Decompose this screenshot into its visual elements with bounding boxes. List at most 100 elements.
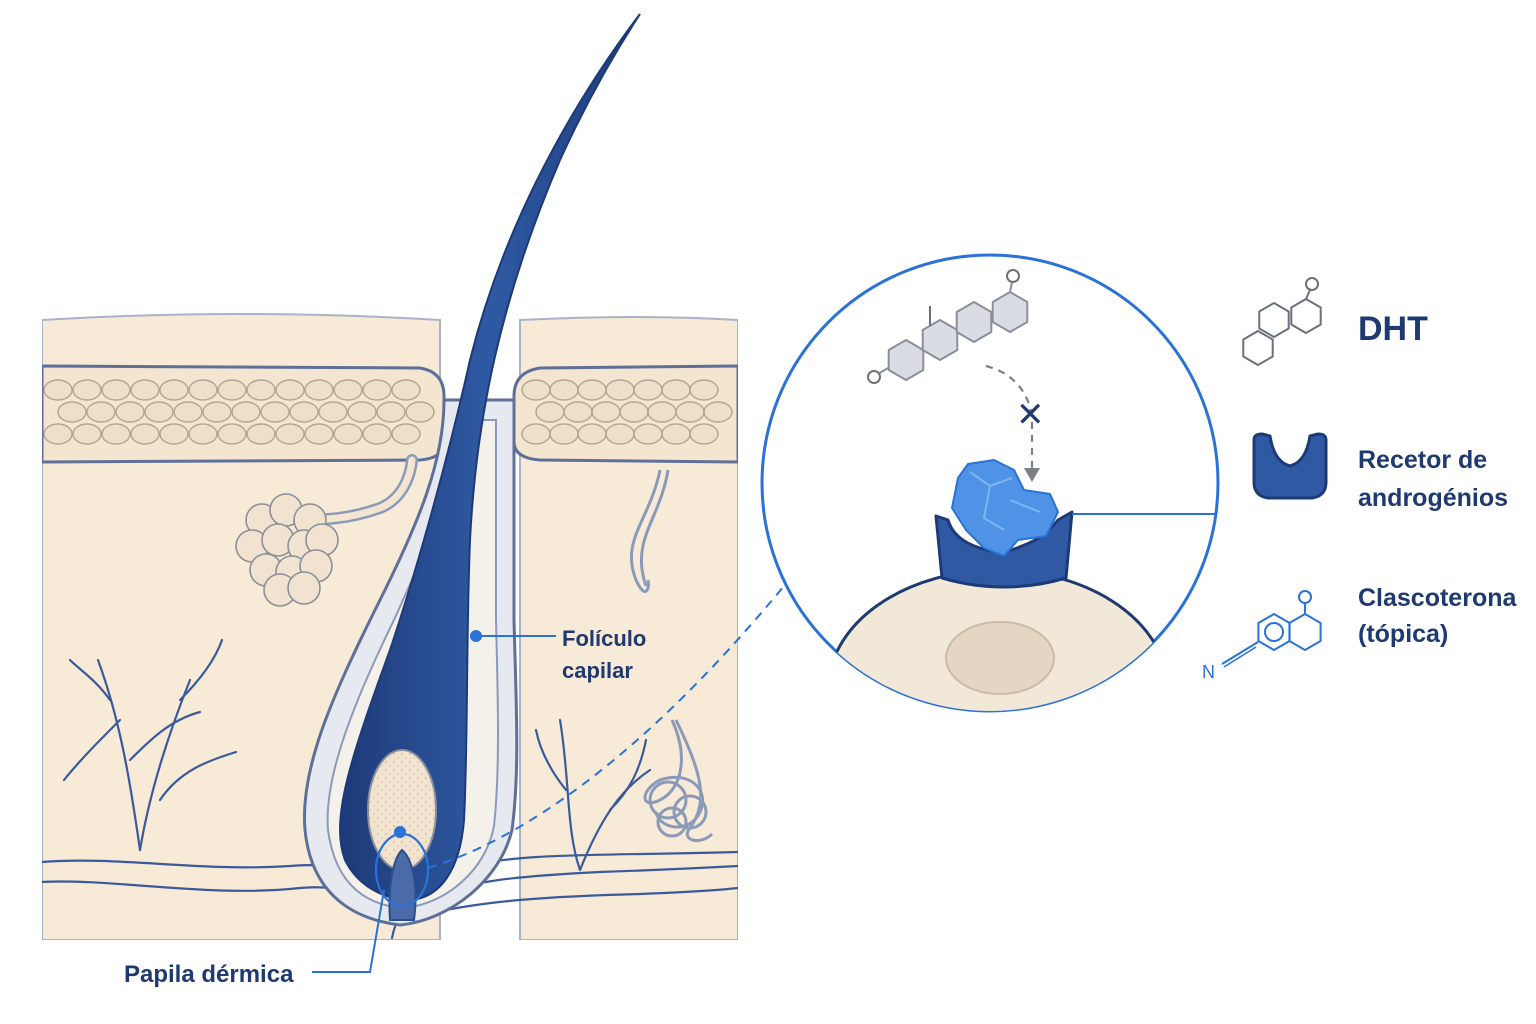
epidermal-cell <box>159 423 189 445</box>
epidermal-cell <box>43 379 73 401</box>
legend-clascoterona-label-line1: Clascoterona <box>1358 584 1517 612</box>
receptor-cup-icon <box>1252 432 1328 500</box>
legend-item-dht: DHT <box>1242 277 1428 366</box>
dht-molecule-zoom <box>867 269 1029 384</box>
epidermal-cell <box>647 401 677 423</box>
epidermal-cell <box>549 379 579 401</box>
steroid-ring <box>955 301 993 343</box>
epidermal-cell <box>173 401 203 423</box>
clascoterone-bound <box>951 459 1059 557</box>
epidermal-cell <box>101 423 131 445</box>
epidermal-cell <box>202 401 232 423</box>
oxygen-atom <box>867 370 881 384</box>
epidermal-cell <box>605 423 635 445</box>
epidermal-cell <box>521 423 551 445</box>
epidermal-cell <box>101 379 131 401</box>
benzene-ring <box>1257 613 1291 651</box>
oxygen-atom <box>1298 590 1312 604</box>
legend-dht-label: DHT <box>1358 310 1428 348</box>
cyclohexanone-ring <box>1288 613 1322 651</box>
epidermal-cell <box>605 379 635 401</box>
follicle-label-line1: Folículo <box>562 626 646 651</box>
epidermal-cell <box>57 401 87 423</box>
legend-item-receptor: Recetor de androgénios <box>1252 432 1508 512</box>
epidermal-cell <box>703 401 733 423</box>
epidermal-cell <box>391 423 421 445</box>
epidermal-cell <box>130 379 160 401</box>
epidermal-cell <box>333 379 363 401</box>
epidermal-cell <box>521 379 551 401</box>
epidermal-cell <box>549 423 579 445</box>
zoom-inset: ✕ <box>760 253 1220 713</box>
gland-cell <box>287 571 321 605</box>
sebaceous-gland <box>235 454 418 607</box>
epidermal-cell <box>633 379 663 401</box>
steroid-ring <box>1290 298 1322 334</box>
follicle-annotation: Folículo capilar <box>470 626 646 683</box>
papilla-marker-dot <box>394 826 406 838</box>
hair-bulb <box>367 749 437 921</box>
epidermal-cell <box>405 401 435 423</box>
epidermal-cell <box>563 401 593 423</box>
epidermal-cell <box>675 401 705 423</box>
epidermal-cell <box>535 401 565 423</box>
epidermal-cell <box>115 401 145 423</box>
legend-clascoterona-label-line2: (tópica) <box>1358 620 1448 648</box>
papilla-annotation: Papila dérmica <box>124 889 385 988</box>
epidermal-cell <box>43 423 73 445</box>
androgen-receptor <box>934 510 1074 589</box>
oxygen-atom <box>1006 269 1020 283</box>
epidermal-cell <box>577 423 607 445</box>
epidermal-cell <box>689 379 719 401</box>
epidermal-cell <box>289 401 319 423</box>
epidermal-cell <box>275 379 305 401</box>
epidermal-cell <box>376 401 406 423</box>
blocked-cross-icon: ✕ <box>1016 395 1045 435</box>
epidermis-cells-left <box>43 379 435 445</box>
epidermal-cell <box>260 401 290 423</box>
legend-receptor-label-line1: Recetor de <box>1358 446 1487 474</box>
clascoterone-molecule-icon <box>1221 590 1322 668</box>
nitrile-n-label: N <box>1202 662 1215 682</box>
blocked-arrow <box>985 364 1034 470</box>
epidermal-cell <box>391 379 421 401</box>
cell-nucleus <box>945 621 1055 695</box>
epidermal-cell <box>86 401 116 423</box>
epidermal-cell <box>633 423 663 445</box>
steroid-ring <box>887 339 925 381</box>
epidermal-cell <box>689 423 719 445</box>
epidermal-cell <box>304 379 334 401</box>
legend: DHT Recetor de androgénios N Clascoteron… <box>1202 277 1517 682</box>
epidermal-cell <box>246 379 276 401</box>
legend-item-clascoterona: N Clascoterona (tópica) <box>1202 584 1517 682</box>
legend-receptor-label-line2: androgénios <box>1358 484 1508 512</box>
epidermal-cell <box>318 401 348 423</box>
steroid-ring <box>1242 330 1274 366</box>
epidermal-cell <box>159 379 189 401</box>
dermis-right <box>519 316 738 940</box>
epidermal-cell <box>231 401 261 423</box>
epidermal-cell <box>362 423 392 445</box>
epidermal-cell <box>347 401 377 423</box>
epidermis-cells-right <box>521 379 733 445</box>
epidermal-cell <box>144 401 174 423</box>
epidermal-cell <box>72 423 102 445</box>
epidermal-cell <box>577 379 607 401</box>
epidermal-cell <box>333 423 363 445</box>
epidermal-cell <box>188 423 218 445</box>
epidermal-cell <box>130 423 160 445</box>
epidermal-cell <box>591 401 621 423</box>
steroid-molecule-icon <box>1242 277 1322 366</box>
epidermal-cell <box>72 379 102 401</box>
epidermal-cell <box>362 379 392 401</box>
papilla-label: Papila dérmica <box>124 961 294 988</box>
epidermal-cell <box>661 379 691 401</box>
epidermal-cell <box>619 401 649 423</box>
epidermal-cell <box>188 379 218 401</box>
oxygen-atom <box>1305 277 1319 291</box>
epidermal-cell <box>217 423 247 445</box>
epidermal-cell <box>246 423 276 445</box>
epidermal-cell <box>661 423 691 445</box>
zoom-connector <box>427 585 785 869</box>
